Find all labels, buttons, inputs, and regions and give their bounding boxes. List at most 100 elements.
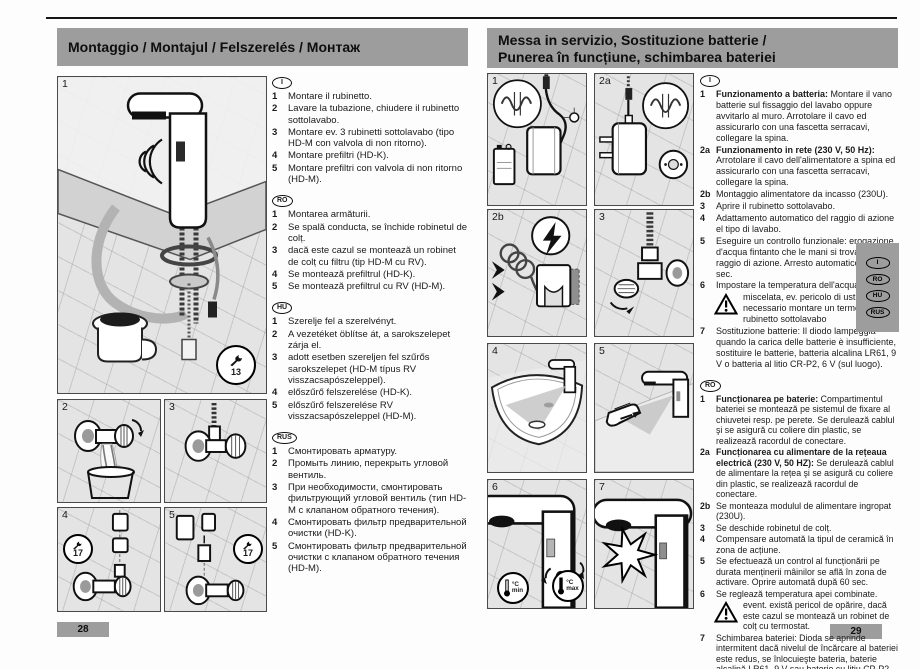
warning-row: miscelata, ev. pericolo di ustioni, se n… xyxy=(714,292,898,325)
wrench-size-badge: 17 xyxy=(63,534,93,564)
figure-label: 2 xyxy=(62,401,68,413)
led-blinking-illustration xyxy=(595,498,693,608)
left-page-number: 28 xyxy=(57,622,109,637)
figure-2a-mains-adapter: 2a xyxy=(594,73,694,206)
warning-icon xyxy=(714,293,738,315)
figure-5-prefilter-hd-m: 5 17 xyxy=(164,507,267,612)
figure-3-close-angle-valve: 3 xyxy=(164,399,267,503)
temp-min-badge: °C min xyxy=(497,572,529,604)
wrench-icon xyxy=(73,540,83,550)
figure-1-faucet-installation: 1 13 xyxy=(57,76,267,394)
wrench-size-badge: 17 xyxy=(233,534,263,564)
top-rule xyxy=(46,17,897,19)
faucet-installation-illustration xyxy=(58,77,266,363)
lightning-icon xyxy=(542,222,562,256)
flush-mounted-supply-illustration xyxy=(491,216,580,308)
lang-badge-hu: HU xyxy=(272,302,293,315)
thermometer-min-icon xyxy=(503,579,510,597)
lang-badge-i: I xyxy=(272,77,292,89)
wrench-size-label: 13 xyxy=(230,366,241,377)
wrench-icon xyxy=(243,540,253,550)
star-flash-icon xyxy=(601,525,659,585)
figure-4-prefilter-hd-k: 4 17 xyxy=(57,507,161,612)
figure-label: 6 xyxy=(492,481,498,493)
figure-3-open-angle-valve: 3 xyxy=(594,209,694,337)
flush-pipe-illustration xyxy=(74,419,144,499)
figure-2-flush-pipe: 2 xyxy=(57,399,161,503)
figure-label: 2a xyxy=(599,75,611,87)
battery-box-illustration xyxy=(492,74,580,186)
lang-tab-rus: RUS xyxy=(865,306,890,318)
right-header-line1: Messa in servizio, Sostituzione batterie… xyxy=(498,32,767,48)
lang-tab-i: I xyxy=(865,257,890,269)
lang-badge-ro: RO xyxy=(272,195,293,208)
wrench-size-label: 17 xyxy=(242,548,253,559)
figure-label: 3 xyxy=(599,211,605,223)
left-page-header: Montaggio / Montajul / Felszerelés / Мон… xyxy=(57,28,468,66)
figure-label: 7 xyxy=(599,481,605,493)
language-tab: I RO HU RUS xyxy=(856,243,899,332)
figure-label: 5 xyxy=(599,345,605,357)
wrench-size-badge: 13 xyxy=(216,345,256,385)
lang-tab-ro: RO xyxy=(865,273,890,285)
figure-label: 5 xyxy=(169,509,175,521)
warning-row: event. există pericol de opărire, dacă e… xyxy=(714,600,898,632)
figure-label: 1 xyxy=(492,75,498,87)
temp-min-label: °C min xyxy=(511,580,524,594)
figure-1-battery-box: 1 xyxy=(487,73,587,206)
wrench-size-label: 17 xyxy=(72,548,83,559)
prefilter-rv-illustration xyxy=(175,512,245,606)
wrench-icon xyxy=(229,355,242,367)
figure-6-temperature-setting: 6 °C min °C max xyxy=(487,479,587,609)
angle-valve-illustration xyxy=(184,402,247,462)
lang-badge-i: I xyxy=(700,75,720,87)
hand-icon xyxy=(605,403,642,427)
right-header-line2: Punerea în funcțiune, schimbarea baterie… xyxy=(498,49,776,65)
temp-max-badge: °C max xyxy=(552,570,584,602)
prefilter-illustration xyxy=(72,509,132,602)
open-angle-valve-illustration xyxy=(609,212,690,315)
figure-4-detection-range: 4 xyxy=(487,343,587,473)
lang-tab-hu: HU xyxy=(865,290,890,302)
mains-adapter-illustration xyxy=(599,76,689,180)
hand-sensor-illustration xyxy=(595,370,693,472)
figure-label: 4 xyxy=(492,345,498,357)
figure-label: 4 xyxy=(62,509,68,521)
